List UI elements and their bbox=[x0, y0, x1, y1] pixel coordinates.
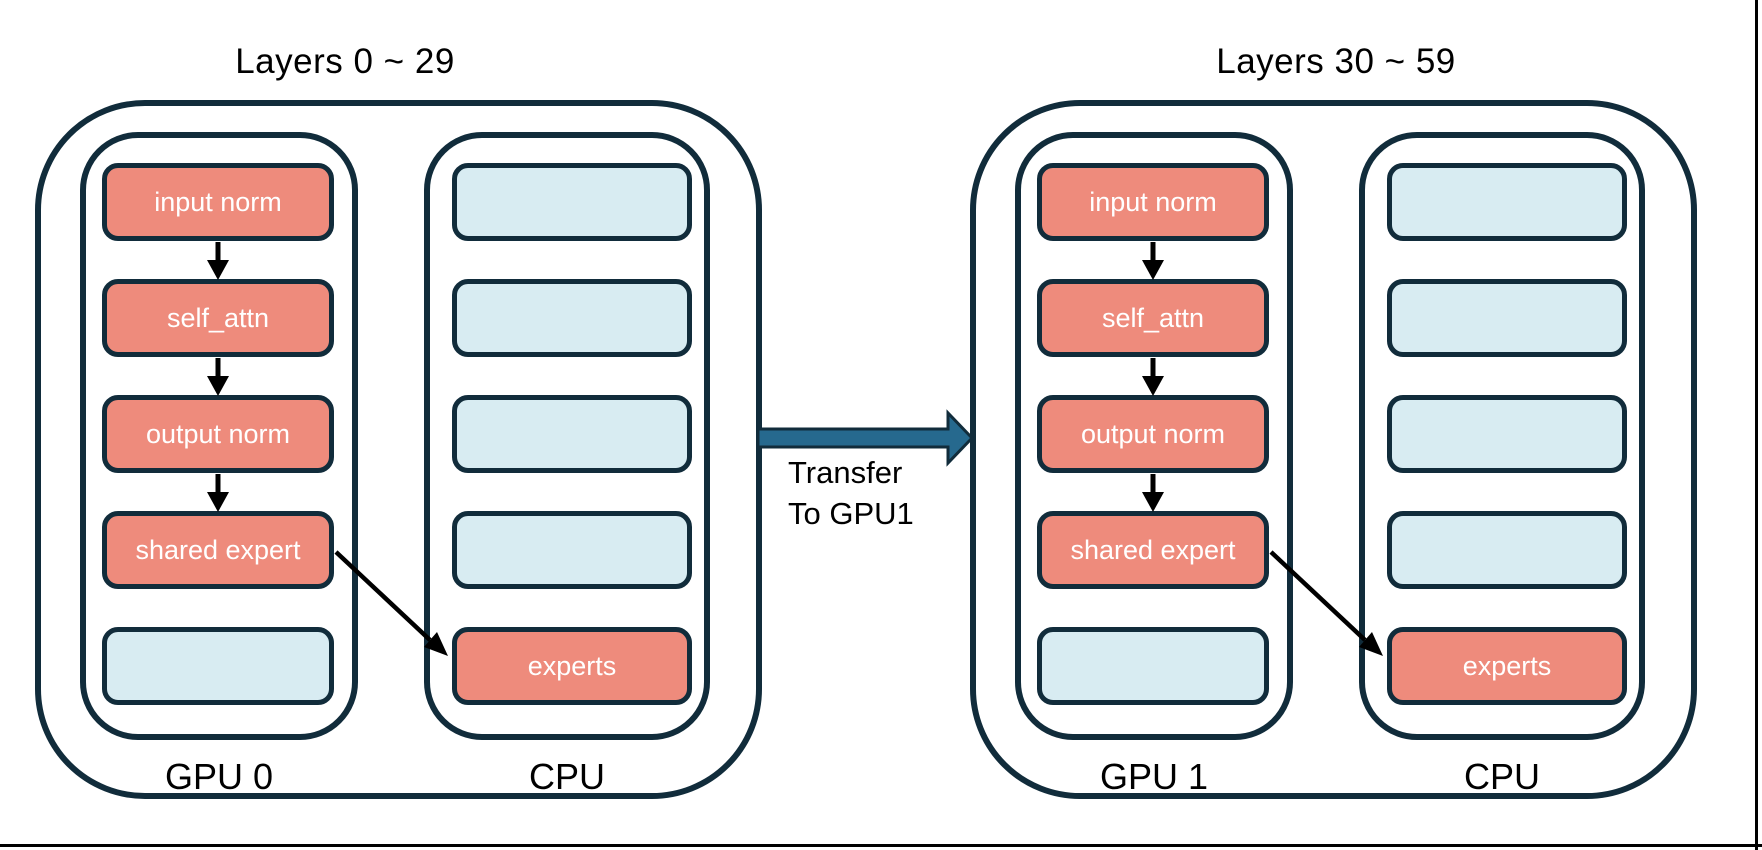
cpu-empty-slot bbox=[452, 279, 692, 357]
transfer-label-line1: Transfer bbox=[788, 455, 903, 490]
module-box-input-norm: input norm bbox=[102, 163, 334, 241]
gpu1-label: GPU 1 bbox=[1099, 756, 1209, 797]
cpu-empty-slot bbox=[1387, 279, 1627, 357]
left-group-title: Layers 0 ~ 29 bbox=[235, 42, 455, 81]
left-cpu-label: CPU bbox=[528, 756, 605, 797]
module-box-shared-expert: shared expert bbox=[1037, 511, 1269, 589]
transfer-label-line2: To GPU1 bbox=[788, 496, 914, 531]
cpu-empty-slot bbox=[1387, 511, 1627, 589]
right-cpu-label: CPU bbox=[1463, 756, 1540, 797]
gpu1-empty-slot bbox=[1037, 627, 1269, 705]
module-box-self-attn: self_attn bbox=[102, 279, 334, 357]
module-box-output-norm: output norm bbox=[102, 395, 334, 473]
gpu0-label: GPU 0 bbox=[164, 756, 274, 797]
cpu-empty-slot bbox=[452, 163, 692, 241]
cpu-empty-slot bbox=[452, 511, 692, 589]
module-box-output-norm: output norm bbox=[1037, 395, 1269, 473]
module-box-experts: experts bbox=[1387, 627, 1627, 705]
cpu-empty-slot bbox=[452, 395, 692, 473]
cpu-empty-slot bbox=[1387, 395, 1627, 473]
transfer-label: Transfer To GPU1 bbox=[788, 452, 914, 534]
frame-edge-bottom bbox=[0, 844, 1762, 847]
gpu0-empty-slot bbox=[102, 627, 334, 705]
module-box-shared-expert: shared expert bbox=[102, 511, 334, 589]
frame-edge-right bbox=[1755, 0, 1758, 850]
module-box-self-attn: self_attn bbox=[1037, 279, 1269, 357]
module-box-input-norm: input norm bbox=[1037, 163, 1269, 241]
right-group-title: Layers 30 ~ 59 bbox=[1216, 42, 1456, 81]
module-box-experts: experts bbox=[452, 627, 692, 705]
cpu-empty-slot bbox=[1387, 163, 1627, 241]
